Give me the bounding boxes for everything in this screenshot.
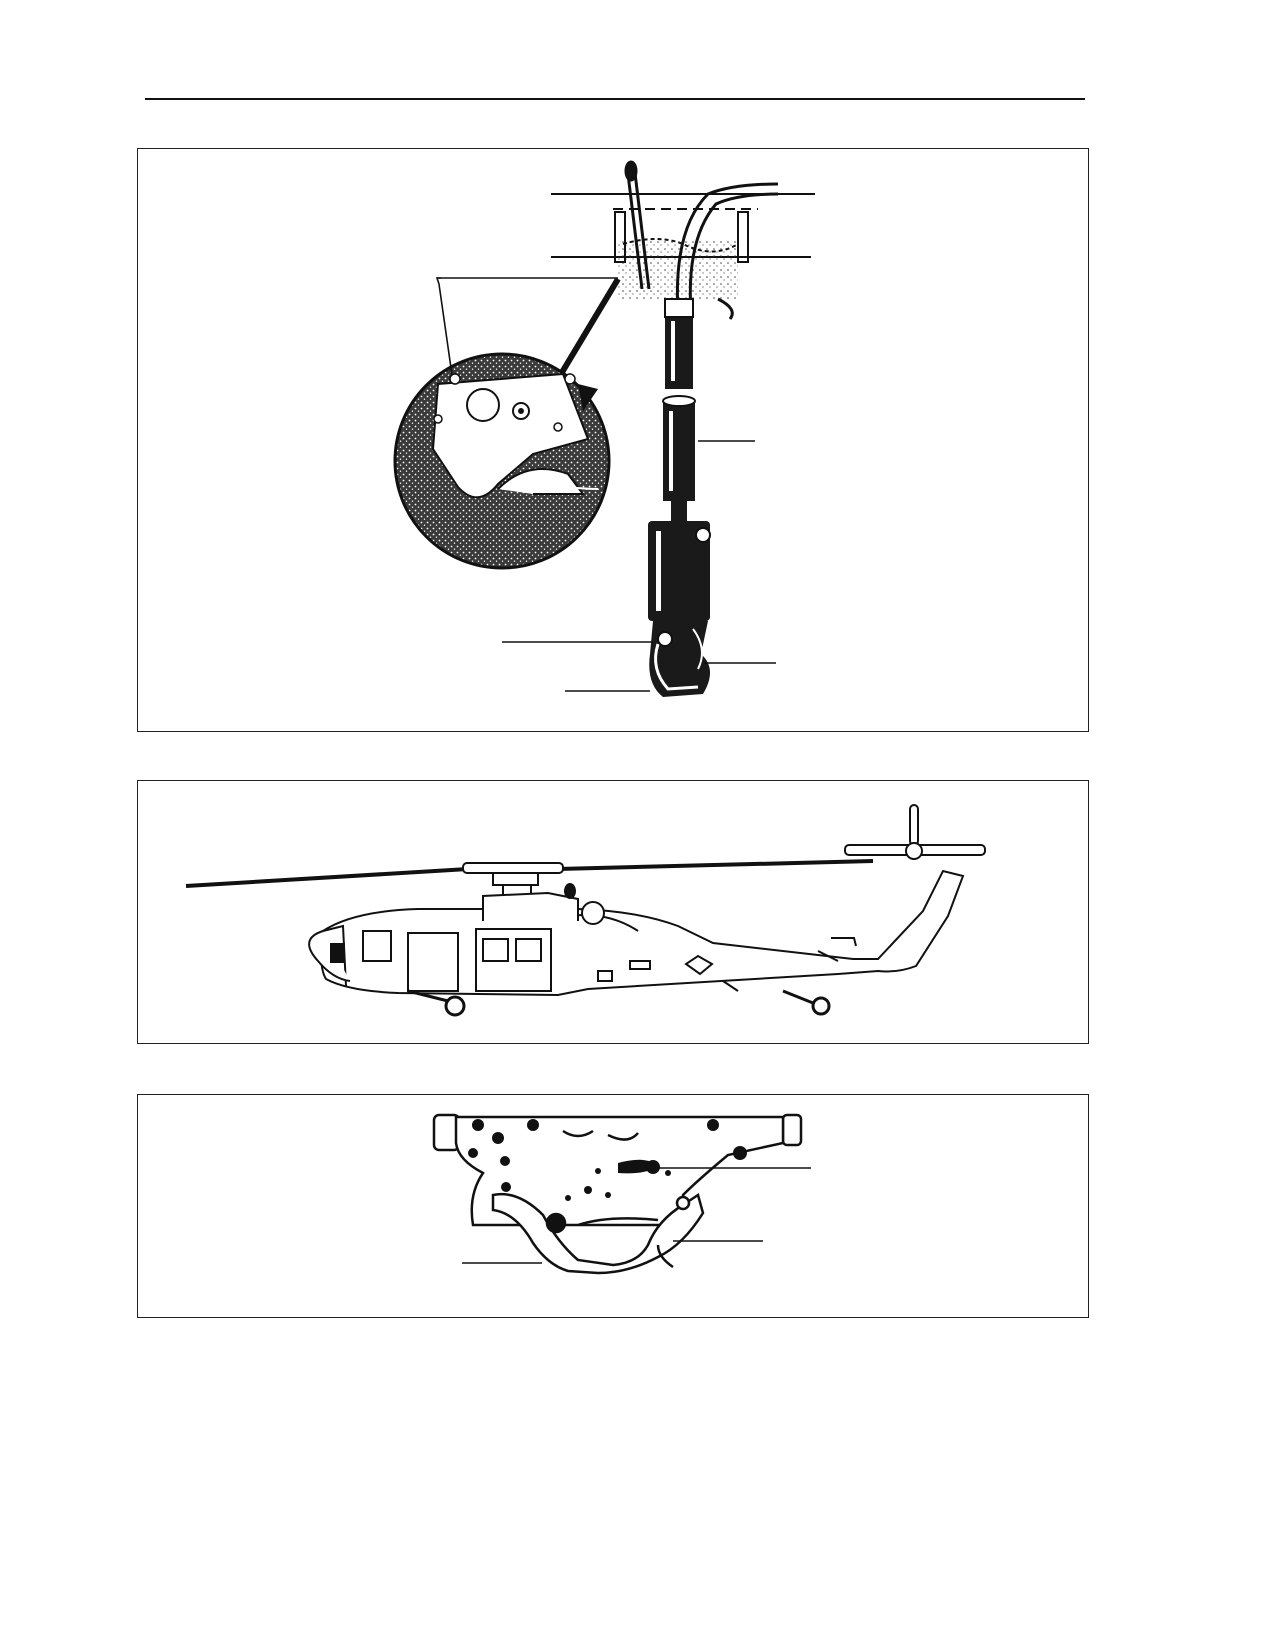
figure-cargo-hook-assembly [137, 148, 1089, 732]
figure-helicopter-side-profile [137, 780, 1089, 1044]
load-beam [491, 1192, 705, 1275]
cargo-leader-lines [462, 1167, 811, 1264]
tail-rotor [831, 804, 986, 947]
leader-lines [435, 277, 776, 692]
detail-magnifier [393, 277, 621, 570]
hook-body [649, 621, 711, 697]
engine-cowling [482, 883, 605, 925]
helicopter-drawing [185, 804, 986, 1017]
hook-frame [432, 1113, 803, 1227]
figure-cargo-hook-detail [137, 1094, 1089, 1318]
lower-tube [662, 395, 696, 521]
release-lever [618, 1159, 660, 1174]
frame-rivets [468, 1119, 747, 1201]
upper-cable [624, 160, 779, 320]
swivel-housing [648, 521, 711, 621]
header-rule [145, 98, 1085, 100]
cargo-hook-assembly-drawing [393, 160, 815, 697]
fuselage [320, 869, 965, 997]
cargo-hook-detail-drawing [432, 1113, 811, 1275]
landing-gear [407, 980, 831, 1017]
nose [308, 930, 351, 982]
upper-tube [664, 298, 694, 389]
